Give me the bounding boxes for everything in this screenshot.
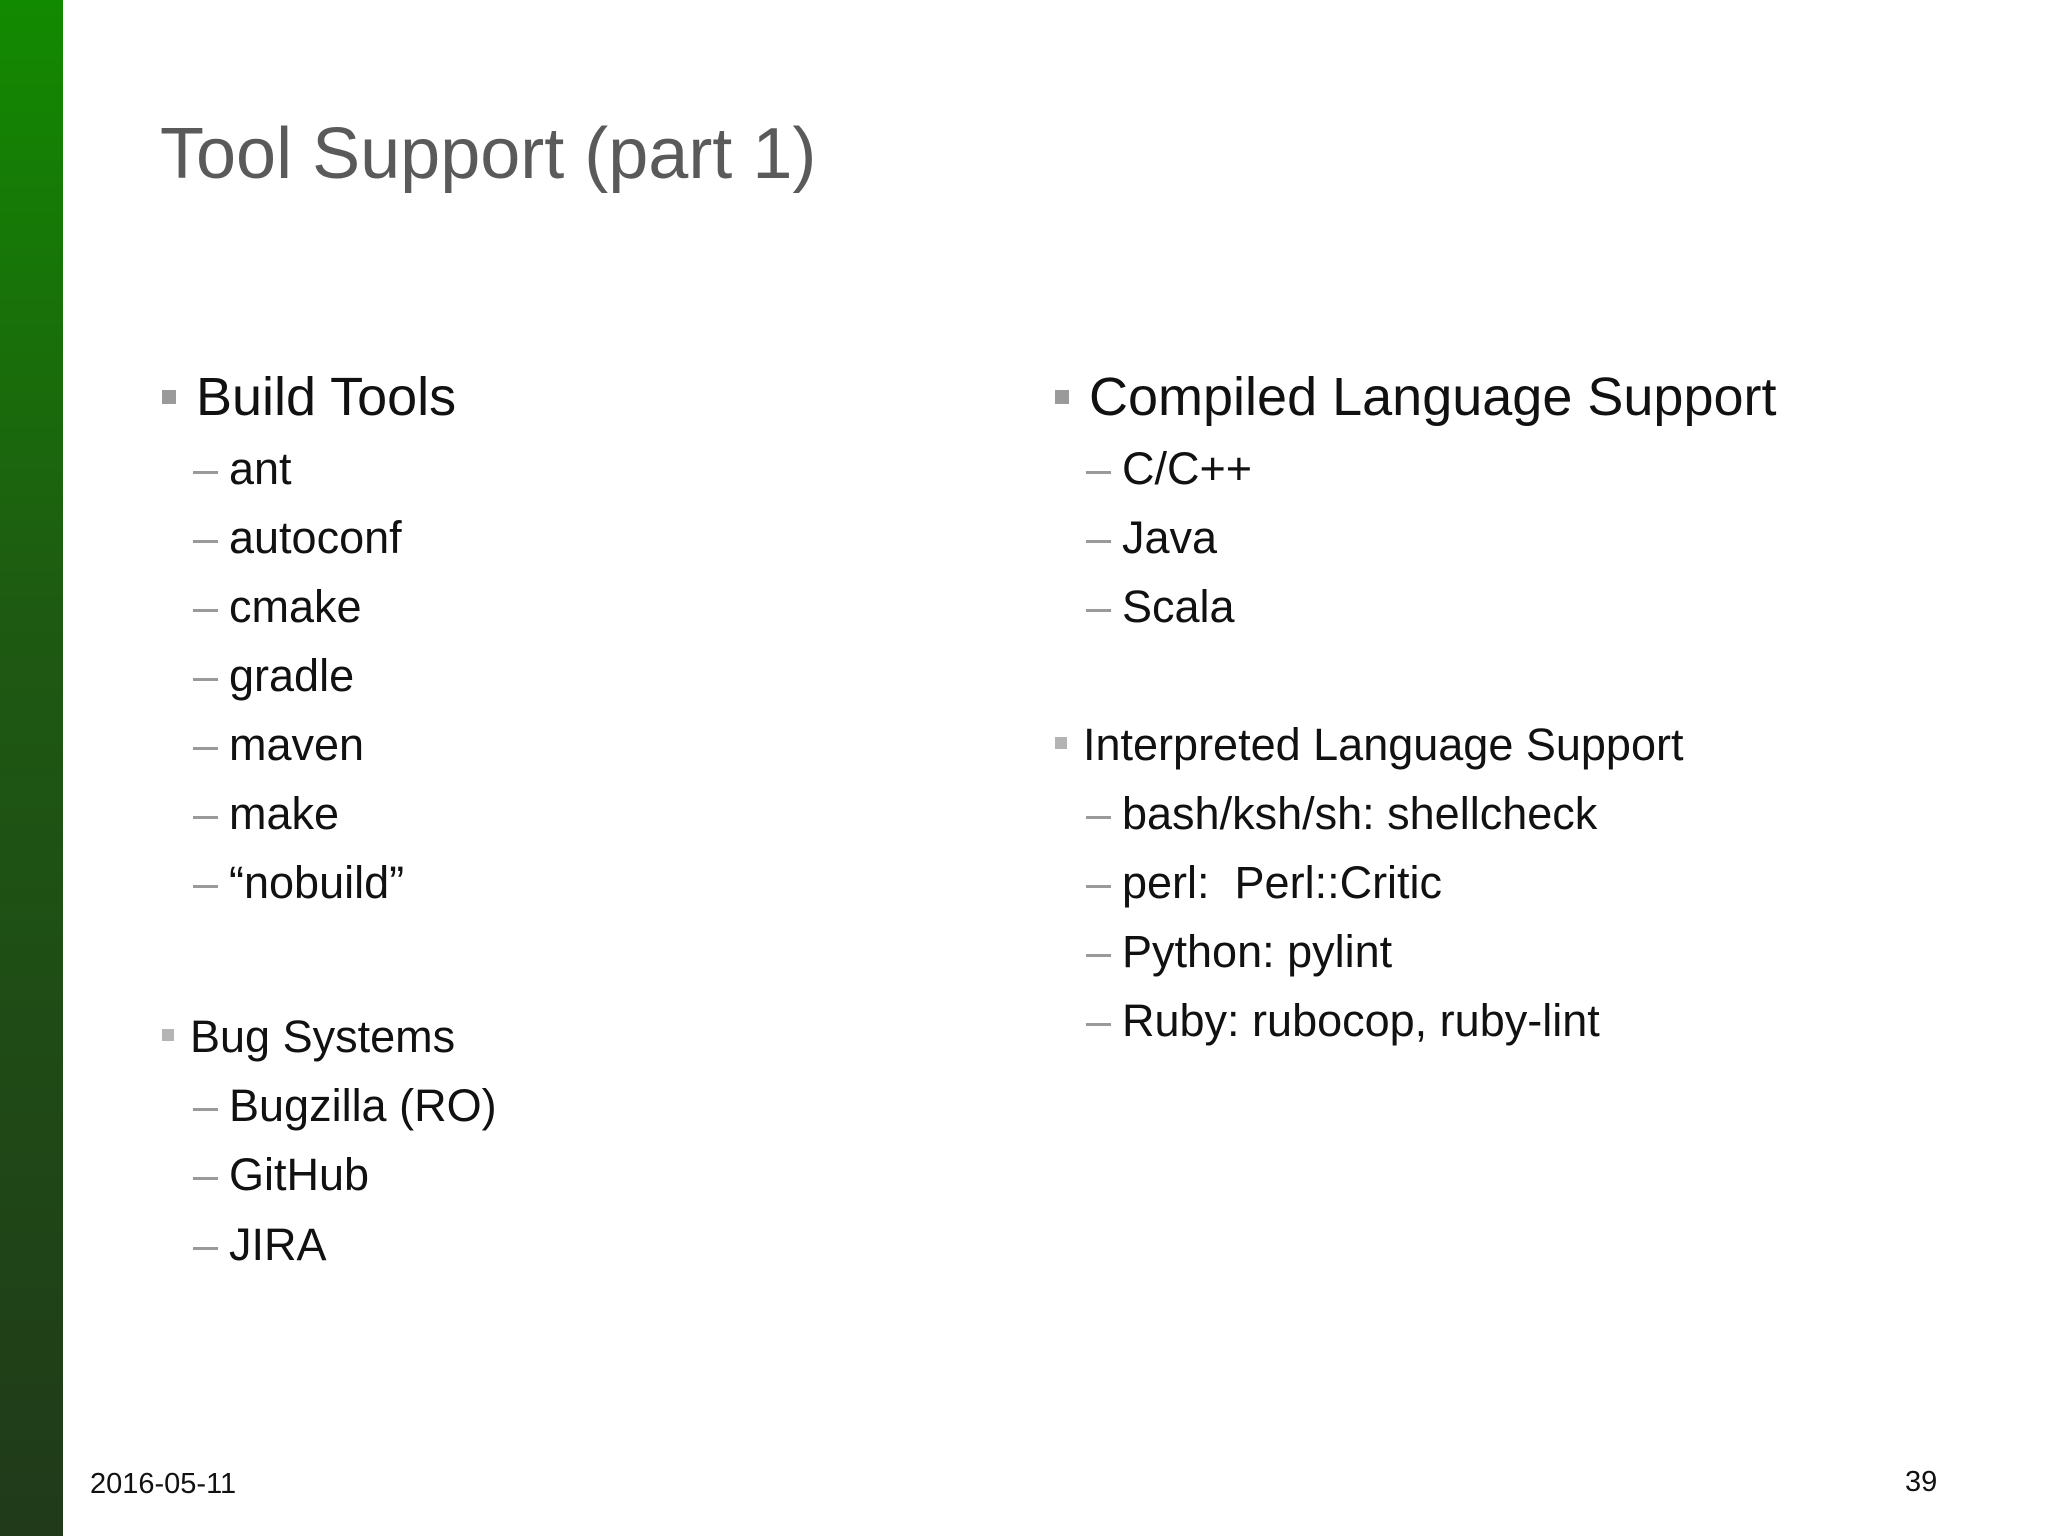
list-item-text: maven: [229, 719, 365, 770]
list-item: –autoconf: [193, 515, 402, 560]
section-bug-systems: Bug Systems: [160, 1014, 455, 1059]
section-heading: Build Tools: [196, 367, 457, 427]
list-item-text: Java: [1122, 512, 1218, 563]
slide-title: Tool Support (part 1): [160, 114, 817, 194]
section-heading: Compiled Language Support: [1089, 367, 1777, 427]
list-item-text: ant: [229, 443, 292, 494]
list-item: –cmake: [193, 584, 362, 629]
square-bullet-icon: [162, 1029, 174, 1041]
list-item-text: autoconf: [229, 512, 402, 563]
dash-bullet-icon: –: [193, 719, 219, 770]
dash-bullet-icon: –: [1086, 995, 1112, 1046]
list-item: –ant: [193, 446, 292, 491]
list-item: –Ruby: rubocop, ruby-lint: [1086, 998, 1600, 1043]
list-item-text: Bugzilla (RO): [229, 1080, 497, 1131]
square-bullet-icon: [162, 390, 176, 404]
dash-bullet-icon: –: [193, 1080, 219, 1131]
list-item-text: bash/ksh/sh: shellcheck: [1122, 788, 1598, 839]
list-item-text: C/C++: [1122, 443, 1253, 494]
dash-bullet-icon: –: [193, 788, 219, 839]
list-item-text: Python: pylint: [1122, 926, 1393, 977]
list-item: –“nobuild”: [193, 860, 404, 905]
page-number: 39: [1905, 1466, 1938, 1498]
footer-date: 2016-05-11: [90, 1468, 237, 1500]
list-item: –perl: Perl::Critic: [1086, 860, 1442, 905]
dash-bullet-icon: –: [193, 581, 219, 632]
list-item-text: perl: Perl::Critic: [1122, 857, 1443, 908]
dash-bullet-icon: –: [193, 512, 219, 563]
list-item-text: gradle: [229, 650, 355, 701]
list-item: –Java: [1086, 515, 1217, 560]
list-item: –Bugzilla (RO): [193, 1083, 497, 1128]
dash-bullet-icon: –: [193, 857, 219, 908]
square-bullet-icon: [1055, 390, 1069, 404]
list-item-text: “nobuild”: [229, 857, 405, 908]
section-heading: Interpreted Language Support: [1083, 719, 1684, 770]
list-item: –maven: [193, 722, 364, 767]
list-item: –bash/ksh/sh: shellcheck: [1086, 791, 1597, 836]
dash-bullet-icon: –: [1086, 581, 1112, 632]
dash-bullet-icon: –: [1086, 857, 1112, 908]
dash-bullet-icon: –: [193, 1219, 219, 1270]
list-item: –Python: pylint: [1086, 929, 1392, 974]
section-compiled-languages: Compiled Language Support: [1053, 370, 1777, 424]
dash-bullet-icon: –: [1086, 926, 1112, 977]
dash-bullet-icon: –: [1086, 443, 1112, 494]
list-item: –GitHub: [193, 1152, 369, 1197]
dash-bullet-icon: –: [193, 443, 219, 494]
dash-bullet-icon: –: [1086, 512, 1112, 563]
list-item: –gradle: [193, 653, 354, 698]
section-build-tools: Build Tools: [160, 370, 456, 424]
list-item: –Scala: [1086, 584, 1235, 629]
list-item: –make: [193, 791, 339, 836]
dash-bullet-icon: –: [193, 650, 219, 701]
list-item: –C/C++: [1086, 446, 1252, 491]
list-item: –JIRA: [193, 1222, 327, 1267]
list-item-text: JIRA: [229, 1219, 327, 1270]
square-bullet-icon: [1055, 737, 1067, 749]
list-item-text: make: [229, 788, 340, 839]
dash-bullet-icon: –: [193, 1149, 219, 1200]
list-item-text: Scala: [1122, 581, 1235, 632]
list-item-text: GitHub: [229, 1149, 370, 1200]
list-item-text: cmake: [229, 581, 362, 632]
dash-bullet-icon: –: [1086, 788, 1112, 839]
section-heading: Bug Systems: [190, 1011, 456, 1062]
list-item-text: Ruby: rubocop, ruby-lint: [1122, 995, 1600, 1046]
accent-sidebar: [0, 0, 63, 1536]
section-interpreted-languages: Interpreted Language Support: [1053, 722, 1683, 767]
